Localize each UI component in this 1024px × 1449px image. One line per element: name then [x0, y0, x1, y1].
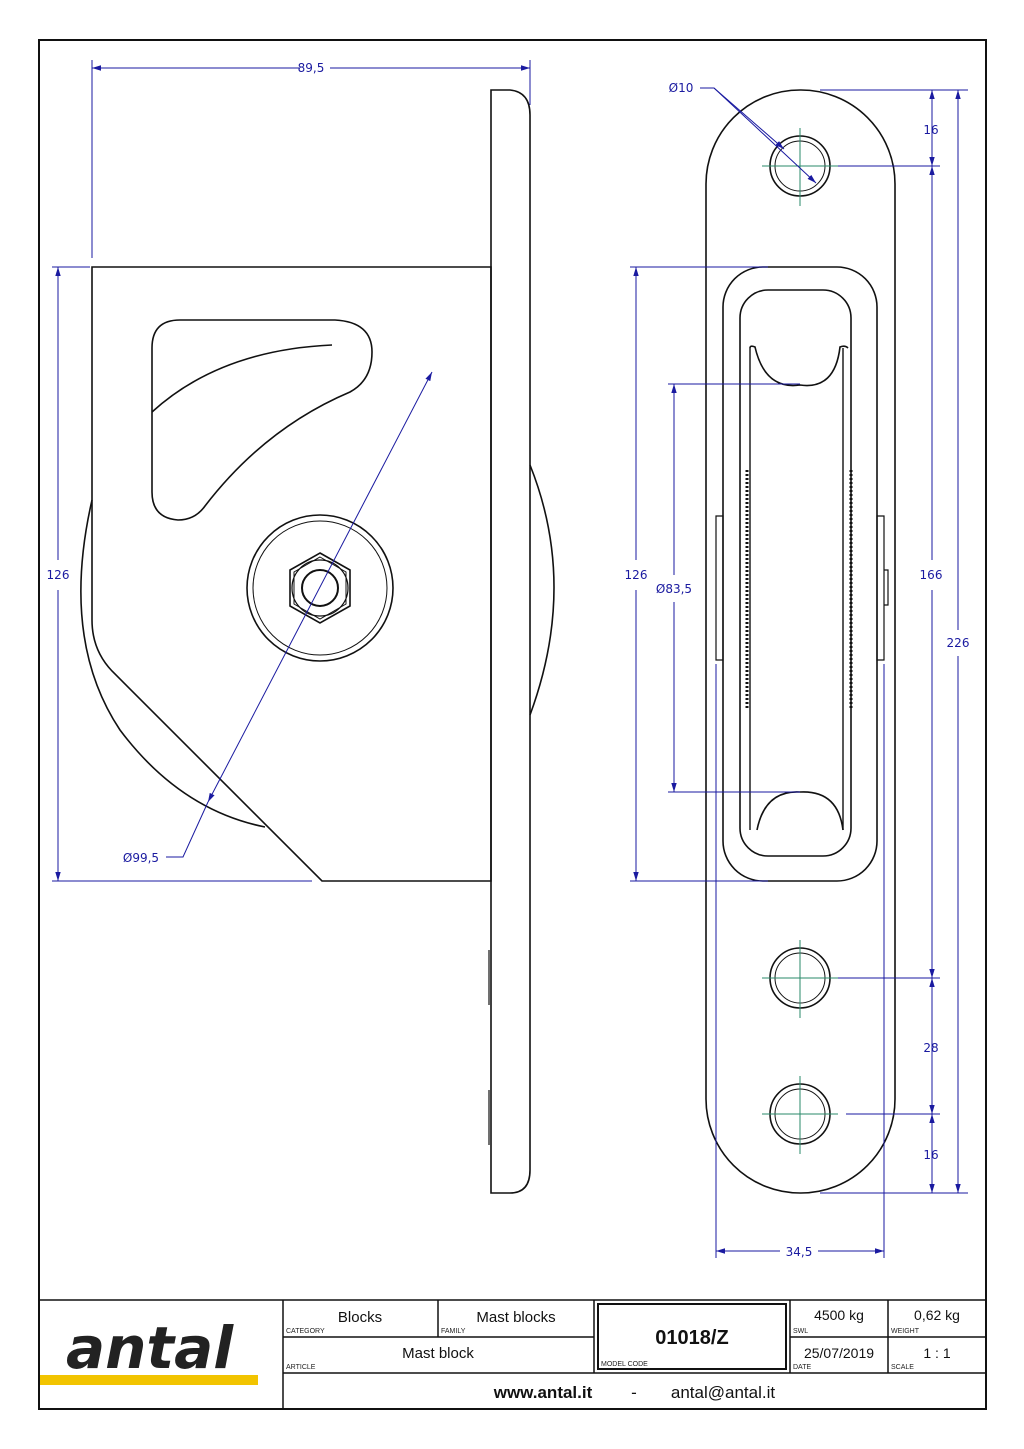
value-swl: 4500 kg	[814, 1307, 864, 1323]
value-category: Blocks	[338, 1309, 382, 1326]
label-swl: SWL	[793, 1328, 808, 1335]
value-family: Mast blocks	[476, 1309, 555, 1326]
value-article: Mast block	[402, 1345, 474, 1362]
front-view-dimensions	[630, 87, 968, 1258]
dim-top-hole-offset: 16	[923, 123, 938, 137]
dim-sheave-diameter: Ø99,5	[123, 851, 159, 865]
dim-inner-diameter: Ø83,5	[656, 582, 692, 596]
label-model-code: MODEL CODE	[601, 1361, 648, 1368]
side-view	[80, 89, 555, 1194]
cheek-window	[739, 289, 852, 857]
label-scale: SCALE	[891, 1364, 914, 1371]
sheave-top-groove	[749, 345, 849, 387]
label-article: ARTICLE	[286, 1364, 316, 1371]
value-date: 25/07/2019	[804, 1345, 874, 1361]
antal-logo: antal	[66, 1314, 234, 1382]
sheave-edge-left	[80, 499, 266, 828]
dim-hole-diameter: Ø10	[669, 81, 694, 95]
logo-yellow-bar	[40, 1375, 258, 1385]
value-scale: 1 : 1	[923, 1345, 950, 1361]
dim-overall-length: 226	[947, 636, 970, 650]
dim-height-right: 126	[625, 568, 648, 582]
sheave-bottom-groove	[756, 791, 844, 831]
dim-lower-hole-spacing: 28	[923, 1041, 938, 1055]
sheave-edge-right	[529, 464, 555, 716]
base-plate	[490, 89, 531, 1194]
hole-centerlines	[762, 128, 838, 1154]
mast-plate	[705, 89, 896, 1194]
label-category: CATEGORY	[286, 1328, 325, 1335]
side-view-dimensions	[52, 60, 531, 882]
rope-slot	[151, 319, 373, 521]
dim-overall-depth: 89,5	[298, 61, 325, 75]
value-model-code: 01018/Z	[655, 1327, 728, 1349]
label-family: FAMILY	[441, 1328, 466, 1335]
title-block	[39, 1299, 986, 1409]
email-link[interactable]: antal@antal.it	[671, 1383, 775, 1402]
label-date: DATE	[793, 1364, 811, 1371]
sheave-visible-arc	[151, 344, 333, 413]
front-view	[705, 89, 896, 1194]
contact-separator: -	[631, 1383, 637, 1402]
website-link[interactable]: www.antal.it	[493, 1383, 593, 1402]
value-weight: 0,62 kg	[914, 1307, 960, 1323]
cheek-plate	[91, 266, 492, 882]
label-weight: WEIGHT	[891, 1328, 920, 1335]
dim-width: 34,5	[786, 1245, 813, 1259]
sheet-border	[38, 39, 987, 1410]
dim-bottom-hole-offset: 16	[923, 1148, 938, 1162]
dim-hole-span: 166	[920, 568, 943, 582]
dim-height-left: 126	[47, 568, 70, 582]
